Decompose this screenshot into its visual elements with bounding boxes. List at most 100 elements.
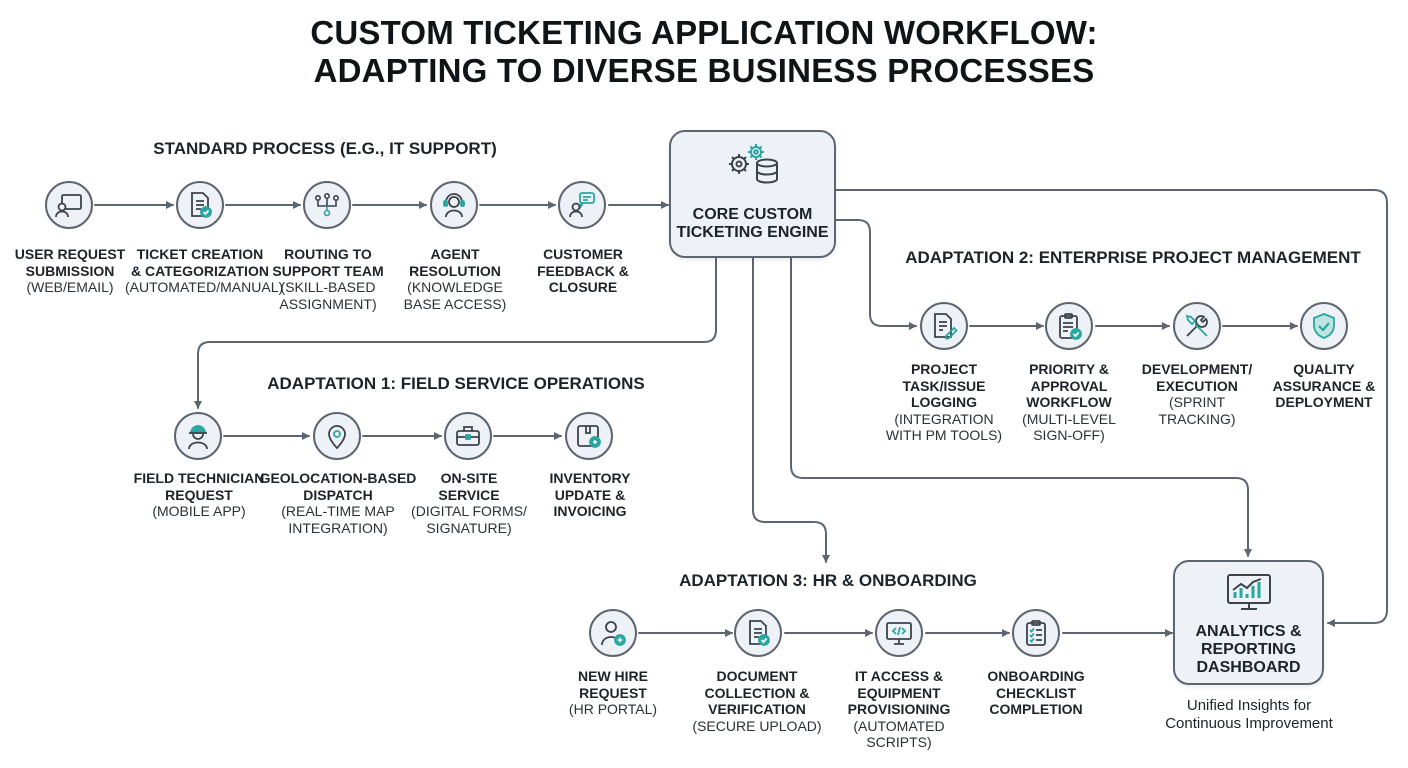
- step-geolocation-dispatch: GEOLOCATION-BASED DISPATCH (REAL-TIME MA…: [248, 470, 428, 536]
- step-field-technician: FIELD TECHNICIAN REQUEST (MOBILE APP): [124, 470, 274, 520]
- step-onboarding-checklist: ONBOARDING CHECKLIST COMPLETION: [961, 668, 1111, 718]
- title-line-2: ADAPTING TO DIVERSE BUSINESS PROCESSES: [313, 52, 1095, 89]
- step-subtitle: (WEB/EMAIL): [26, 279, 114, 295]
- step-title: FIELD TECHNICIAN REQUEST: [133, 470, 265, 503]
- user-chat-icon: [569, 192, 595, 218]
- clipboard-check-icon: [1059, 313, 1082, 340]
- analytics-label: ANALYTICS & REPORTING DASHBOARD: [1195, 623, 1302, 676]
- node-quality-assurance: [1300, 302, 1348, 350]
- user-monitor-icon: [55, 194, 82, 218]
- step-user-request: USER REQUEST SUBMISSION (WEB/EMAIL): [0, 246, 145, 296]
- step-ticket-creation: TICKET CREATION & CATEGORIZATION (AUTOMA…: [125, 246, 284, 296]
- node-customer-feedback: [558, 181, 606, 229]
- heading-adaptation-2: ADAPTATION 2: ENTERPRISE PROJECT MANAGEM…: [905, 248, 1361, 267]
- gears-database-icon: [728, 144, 778, 184]
- step-priority-approval: PRIORITY & APPROVAL WORKFLOW (MULTI-LEVE…: [994, 361, 1144, 444]
- node-development-execution: [1173, 302, 1221, 350]
- arrow-core-to-adaptation3: [752, 257, 830, 563]
- arrow-core-to-adaptation1: [194, 257, 717, 409]
- new-hire-user-icon: [601, 621, 626, 646]
- step-customer-feedback: CUSTOMER FEEDBACK & CLOSURE: [508, 246, 658, 296]
- step-title: PROJECT TASK/ISSUE LOGGING: [902, 361, 986, 410]
- arrow-core-to-analytics-mid: [790, 257, 1252, 557]
- diagram-title: CUSTOM TICKETING APPLICATION WORKFLOW: A…: [0, 14, 1408, 90]
- step-new-hire: NEW HIRE REQUEST (HR PORTAL): [538, 668, 688, 718]
- step-title: PRIORITY & APPROVAL WORKFLOW: [1026, 361, 1112, 410]
- step-quality-assurance: QUALITY ASSURANCE & DEPLOYMENT: [1249, 361, 1399, 411]
- step-inventory-update: INVENTORY UPDATE & INVOICING: [515, 470, 665, 520]
- document-check-icon: [749, 620, 770, 646]
- arrow-core-to-adaptation2: [835, 219, 917, 330]
- wrench-screwdriver-icon: [1185, 314, 1208, 337]
- step-subtitle: (MULTI-LEVEL SIGN-OFF): [1022, 410, 1116, 444]
- arrow-core-to-analytics-outer: [835, 189, 1388, 627]
- checklist-icon: [1026, 620, 1046, 646]
- step-title: INVENTORY UPDATE & INVOICING: [549, 470, 631, 519]
- document-pencil-icon: [934, 313, 958, 340]
- step-development-execution: DEVELOPMENT/ EXECUTION (SPRINT TRACKING): [1122, 361, 1272, 427]
- step-subtitle: (MOBILE APP): [152, 503, 246, 519]
- node-agent-resolution: [430, 181, 478, 229]
- node-field-technician: [174, 412, 222, 460]
- step-onsite-service: ON-SITE SERVICE (DIGITAL FORMS/ SIGNATUR…: [394, 470, 544, 536]
- node-routing: [303, 181, 351, 229]
- headset-agent-icon: [443, 193, 465, 218]
- node-user-request: [45, 181, 93, 229]
- step-routing: ROUTING TO SUPPORT TEAM (SKILL-BASED ASS…: [253, 246, 403, 312]
- heading-adaptation-3: ADAPTATION 3: HR & ONBOARDING: [679, 571, 977, 590]
- step-subtitle: (AUTOMATED/MANUAL): [125, 279, 284, 295]
- analytics-caption: Unified Insights for Continuous Improvem…: [1165, 697, 1333, 732]
- title-line-1: CUSTOM TICKETING APPLICATION WORKFLOW:: [310, 14, 1098, 51]
- step-subtitle: (INTEGRATION WITH PM TOOLS): [885, 410, 1003, 444]
- node-it-access: [875, 609, 923, 657]
- step-subtitle: (DIGITAL FORMS/ SIGNATURE): [411, 503, 527, 536]
- step-title: ROUTING TO SUPPORT TEAM: [272, 246, 384, 279]
- step-subtitle: (SECURE UPLOAD): [692, 717, 822, 734]
- step-document-collection: DOCUMENT COLLECTION & VERIFICATION (SECU…: [682, 668, 832, 734]
- step-title: DOCUMENT COLLECTION & VERIFICATION: [704, 668, 810, 717]
- step-title: QUALITY ASSURANCE & DEPLOYMENT: [1272, 361, 1376, 410]
- step-agent-resolution: AGENT RESOLUTION (KNOWLEDGE BASE ACCESS): [380, 246, 530, 312]
- node-priority-approval: [1045, 302, 1093, 350]
- step-project-logging: PROJECT TASK/ISSUE LOGGING (INTEGRATION …: [869, 361, 1019, 444]
- step-title: NEW HIRE REQUEST: [578, 668, 648, 701]
- map-pin-icon: [328, 425, 346, 450]
- step-subtitle: (KNOWLEDGE BASE ACCESS): [403, 279, 507, 312]
- heading-standard-process: STANDARD PROCESS (E.G., IT SUPPORT): [153, 139, 497, 158]
- step-title: AGENT RESOLUTION: [409, 246, 501, 279]
- node-onboarding-checklist: [1012, 609, 1060, 657]
- node-geolocation-dispatch: [313, 412, 361, 460]
- step-subtitle: (SKILL-BASED ASSIGNMENT): [279, 279, 377, 312]
- step-subtitle: (AUTOMATED SCRIPTS): [853, 717, 945, 751]
- core-engine-label: CORE CUSTOM TICKETING ENGINE: [676, 206, 829, 241]
- step-subtitle: (HR PORTAL): [568, 701, 658, 717]
- code-monitor-icon: [886, 622, 912, 645]
- bar-chart-monitor-icon: [1226, 574, 1271, 610]
- step-subtitle: (REAL-TIME MAP INTEGRATION): [281, 503, 395, 536]
- step-title: CUSTOMER FEEDBACK & CLOSURE: [537, 246, 629, 295]
- node-project-logging: [920, 302, 968, 350]
- node-ticket-creation: [176, 181, 224, 229]
- step-title: ON-SITE SERVICE: [438, 470, 500, 503]
- node-onsite-service: [444, 412, 492, 460]
- step-title: IT ACCESS & EQUIPMENT PROVISIONING: [847, 668, 951, 717]
- package-invoice-icon: [577, 425, 601, 448]
- node-new-hire: [589, 609, 637, 657]
- step-title: GEOLOCATION-BASED DISPATCH: [259, 470, 417, 503]
- node-document-collection: [734, 609, 782, 657]
- core-ticketing-engine: CORE CUSTOM TICKETING ENGINE: [669, 130, 836, 258]
- shield-check-icon: [1313, 313, 1335, 339]
- step-it-access: IT ACCESS & EQUIPMENT PROVISIONING (AUTO…: [824, 668, 974, 751]
- node-inventory-update: [565, 412, 613, 460]
- routing-people-icon: [314, 192, 339, 217]
- hardhat-worker-icon: [188, 425, 208, 450]
- step-title: ONBOARDING CHECKLIST COMPLETION: [987, 668, 1085, 717]
- heading-adaptation-1: ADAPTATION 1: FIELD SERVICE OPERATIONS: [267, 374, 645, 393]
- step-title: TICKET CREATION & CATEGORIZATION: [131, 246, 269, 279]
- step-title: DEVELOPMENT/ EXECUTION: [1141, 361, 1253, 394]
- step-subtitle: (SPRINT TRACKING): [1158, 394, 1236, 427]
- document-check-icon: [191, 192, 212, 218]
- analytics-dashboard: ANALYTICS & REPORTING DASHBOARD: [1173, 560, 1324, 685]
- step-title: USER REQUEST SUBMISSION: [14, 246, 126, 279]
